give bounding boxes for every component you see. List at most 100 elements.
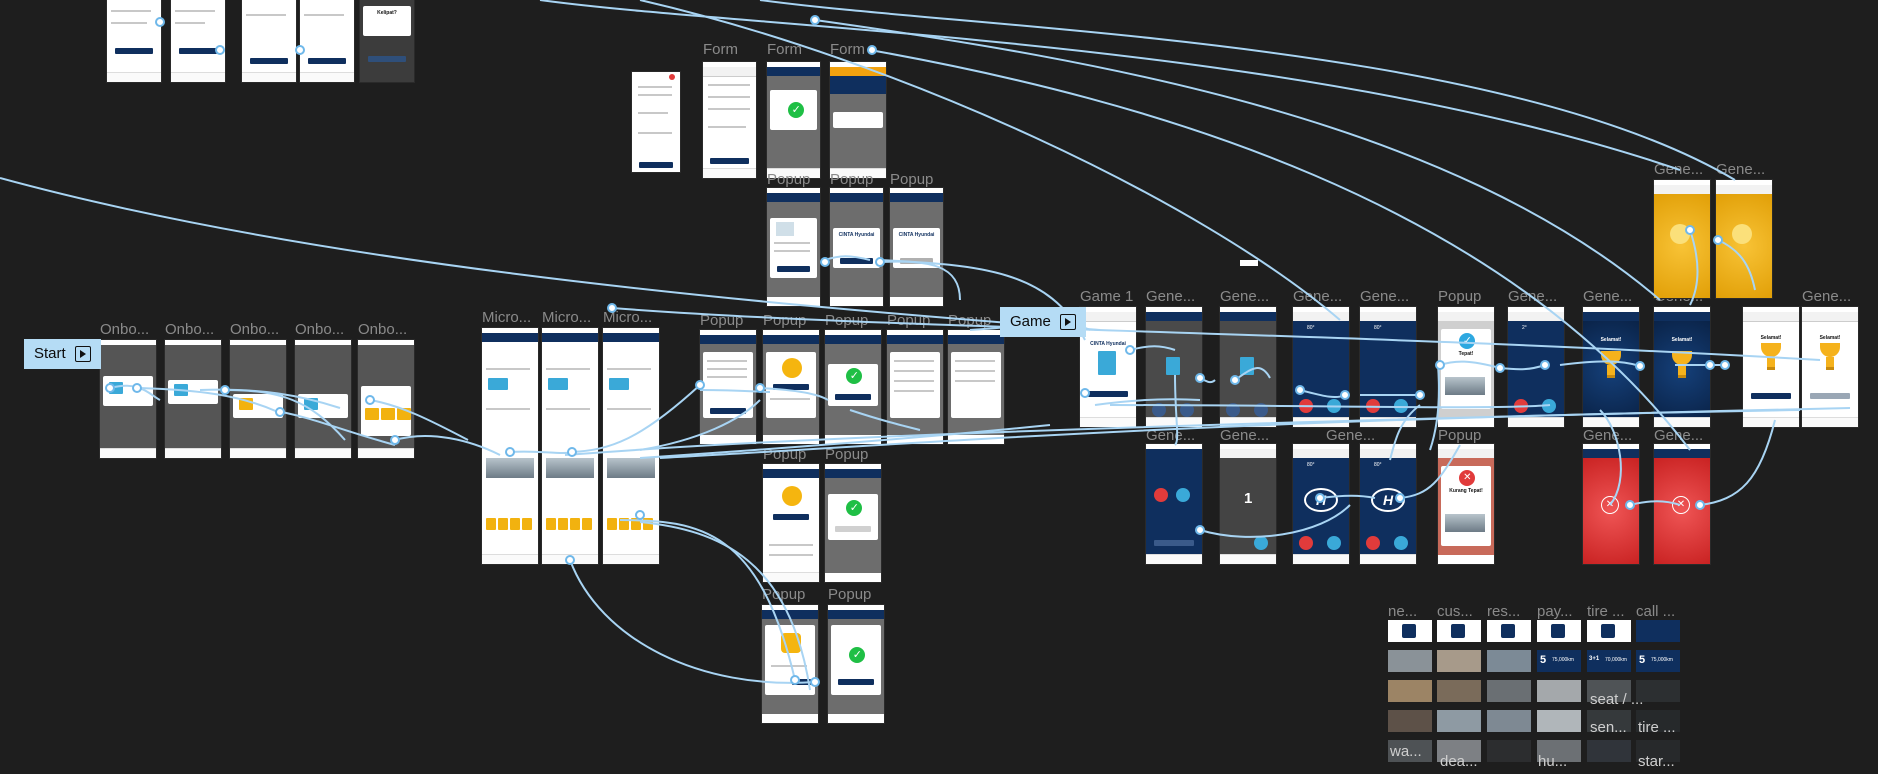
promo-5-number: 5	[1540, 654, 1547, 666]
asset-icon-tile[interactable]	[1437, 620, 1481, 642]
asset-photo[interactable]	[1487, 650, 1531, 672]
asset-photo[interactable]	[1437, 740, 1481, 762]
frame-login-4[interactable]	[300, 0, 354, 82]
frame-micro-3[interactable]	[603, 328, 659, 564]
asset-photo[interactable]	[1537, 680, 1581, 702]
frame-label-popup-row2: Popup	[1438, 427, 1482, 444]
frame-gene-hyundai-1[interactable]: 80° H	[1293, 444, 1349, 564]
frame-popup-success-2[interactable]: ✓	[825, 464, 881, 582]
frame-login-5[interactable]: Kelipat?	[360, 0, 414, 82]
frame-label-popup-mid-2: Popup	[763, 312, 807, 329]
asset-caption-6: hu...	[1538, 753, 1568, 770]
canvas-marker	[1240, 260, 1258, 266]
frame-popup-success-1[interactable]: ✓	[825, 330, 881, 444]
frame-gene-selamat-4[interactable]: Selamat!	[1802, 307, 1858, 427]
frame-popup-lock[interactable]	[763, 330, 819, 444]
asset-photo[interactable]	[1587, 710, 1631, 732]
frame-terms-dialog[interactable]	[632, 72, 680, 172]
frame-label-onboarding-1: Onbo...	[100, 321, 150, 338]
frame-gene-vote-1[interactable]	[1146, 444, 1202, 564]
frame-label-form-3: Form	[830, 41, 865, 58]
frame-login-1[interactable]	[107, 0, 161, 82]
frame-popup-info-2[interactable]	[948, 330, 1004, 444]
flow-game-chip[interactable]: Game	[1000, 307, 1086, 337]
frame-login-3[interactable]	[242, 0, 296, 82]
asset-photo[interactable]	[1537, 710, 1581, 732]
frame-popup-tepat[interactable]: ✓ Tepat!	[1438, 307, 1494, 427]
asset-photo[interactable]	[1437, 680, 1481, 702]
frame-form-3[interactable]	[830, 62, 886, 178]
asset-photo[interactable]	[1636, 710, 1680, 732]
asset-photo[interactable]	[1437, 650, 1481, 672]
frame-label-popup-bottom-2: Popup	[828, 586, 872, 603]
frame-micro-2[interactable]	[542, 328, 598, 564]
flow-start-chip[interactable]: Start	[24, 339, 101, 369]
frame-gene-yellow-1[interactable]	[1654, 180, 1710, 298]
frame-popup-terms[interactable]	[700, 330, 756, 444]
frame-popup-cinta-2[interactable]: CINTA Hyundai	[890, 188, 943, 306]
frame-gene-red-2[interactable]: ✕	[1654, 444, 1710, 564]
asset-promo-3[interactable]: 3+1 70,000km	[1587, 650, 1631, 672]
asset-photo[interactable]	[1487, 680, 1531, 702]
asset-photo[interactable]	[1388, 680, 1432, 702]
frame-onboarding-4[interactable]	[295, 340, 351, 458]
frame-micro-1[interactable]	[482, 328, 538, 564]
asset-photo[interactable]	[1587, 680, 1631, 702]
frame-popup-coins[interactable]	[762, 605, 818, 723]
asset-photo[interactable]	[1487, 740, 1531, 762]
frame-form-2[interactable]: ✓	[767, 62, 820, 178]
play-icon[interactable]	[1059, 314, 1076, 330]
promo-5b-km: 75,000km	[1651, 657, 1673, 663]
frame-gene-hyundai-2[interactable]: 80° H	[1360, 444, 1416, 564]
selamat-title-4: Selamat!	[1819, 335, 1841, 341]
tempo-readout-2: 80°	[1374, 325, 1382, 331]
frame-gene-tempo-1[interactable]: 80°	[1293, 307, 1349, 427]
asset-photo[interactable]	[1636, 740, 1680, 762]
asset-icon-tile[interactable]	[1587, 620, 1631, 642]
frame-login-2[interactable]	[171, 0, 225, 82]
asset-photo[interactable]	[1537, 740, 1581, 762]
asset-promo-5[interactable]: 5 75,000km	[1537, 650, 1581, 672]
asset-icon-tile[interactable]	[1487, 620, 1531, 642]
frame-gene-selamat-2[interactable]: Selamat!	[1654, 307, 1710, 427]
frame-popup-kurang-tepat[interactable]: ✕ Kurang Tepat!	[1438, 444, 1494, 564]
frame-onboarding-2[interactable]	[165, 340, 221, 458]
asset-photo[interactable]	[1487, 710, 1531, 732]
frame-label-gene-2: Gene...	[1220, 288, 1270, 305]
frame-gene-tap-2[interactable]	[1220, 307, 1276, 427]
frame-onboarding-3[interactable]	[230, 340, 286, 458]
frame-popup-success-3[interactable]: ✓	[828, 605, 884, 723]
asset-icon-tile[interactable]	[1388, 620, 1432, 642]
asset-photo[interactable]	[1388, 740, 1432, 762]
asset-icon-tile[interactable]	[1537, 620, 1581, 642]
selamat-title-3: Selamat!	[1760, 335, 1782, 341]
asset-photo[interactable]	[1636, 680, 1680, 702]
frame-label-onboarding-3: Onbo...	[230, 321, 280, 338]
frame-popup-cinta-1[interactable]: CINTA Hyundai	[830, 188, 883, 306]
frame-popup-intro[interactable]	[767, 188, 820, 306]
frame-gene-counter[interactable]: 1	[1220, 444, 1276, 564]
frame-onboarding-5[interactable]	[358, 340, 414, 458]
frame-gene-tempo-2[interactable]: 80°	[1360, 307, 1416, 427]
frame-gene-red-1[interactable]: ✕	[1583, 444, 1639, 564]
frame-gene-selamat-3[interactable]: Selamat!	[1743, 307, 1799, 427]
frame-gene-selamat-1[interactable]: Selamat!	[1583, 307, 1639, 427]
asset-header-2: cus...	[1437, 603, 1473, 620]
frame-popup-lock-2[interactable]	[763, 464, 819, 582]
asset-photo[interactable]	[1437, 710, 1481, 732]
frame-form-1[interactable]	[703, 62, 756, 178]
asset-photo[interactable]	[1388, 710, 1432, 732]
frame-gene-tempo-3[interactable]: 2°	[1508, 307, 1564, 427]
frame-gene-tap-1[interactable]	[1146, 307, 1202, 427]
asset-call-tile[interactable]	[1636, 620, 1680, 642]
frame-label-popup-mid-1: Popup	[700, 312, 744, 329]
asset-promo-5b[interactable]: 5 75,000km	[1636, 650, 1680, 672]
asset-photo[interactable]	[1587, 740, 1631, 762]
asset-photo[interactable]	[1388, 650, 1432, 672]
frame-game-1[interactable]: CINTA Hyundai	[1080, 307, 1136, 427]
frame-onboarding-1[interactable]	[100, 340, 156, 458]
frame-gene-yellow-2[interactable]	[1716, 180, 1772, 298]
play-icon[interactable]	[74, 346, 91, 362]
frame-popup-info-1[interactable]	[887, 330, 943, 444]
